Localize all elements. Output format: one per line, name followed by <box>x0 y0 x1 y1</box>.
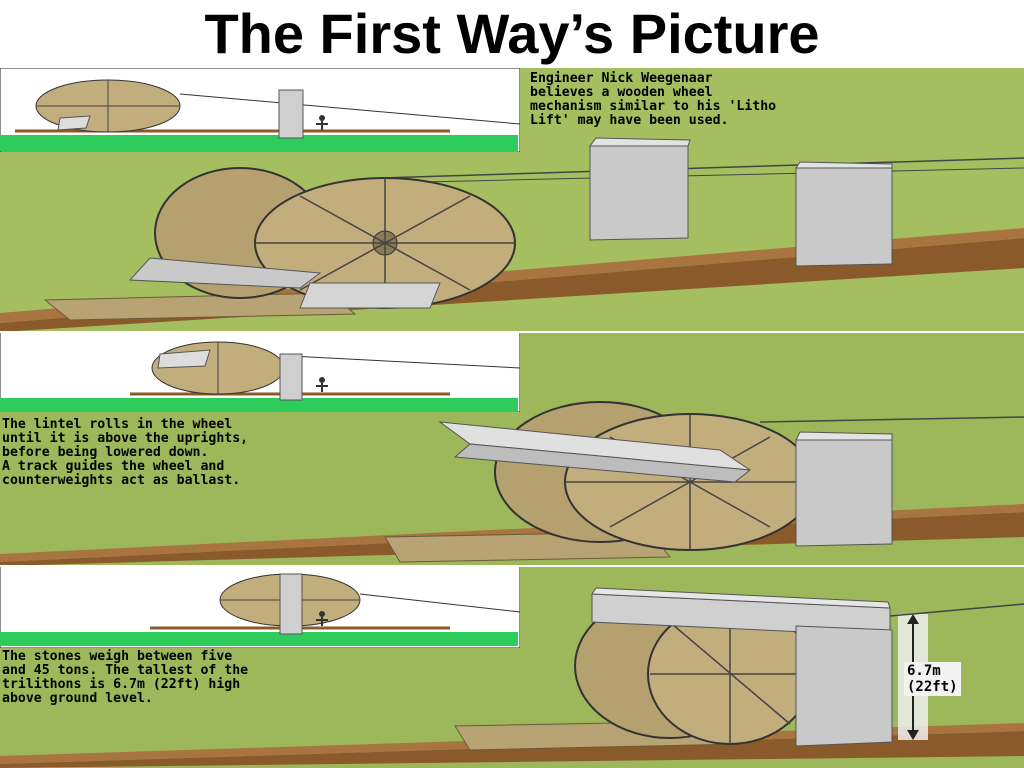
panel-1: Engineer Nick Weegenaar believes a woode… <box>0 68 1024 332</box>
person-icon <box>316 611 328 626</box>
trilithon <box>591 587 893 747</box>
caption-panel-2: The lintel rolls in the wheel until it i… <box>2 417 249 488</box>
height-label: 6.7m (22ft) <box>904 662 961 696</box>
inset-diagram <box>0 566 520 648</box>
lintel-stone <box>438 421 752 483</box>
caption-panel-1: Engineer Nick Weegenaar believes a woode… <box>530 71 777 128</box>
caption-panel-3: The stones weigh between five and 45 ton… <box>2 649 249 706</box>
inset-diagram <box>0 332 520 412</box>
person-icon <box>316 115 328 130</box>
panel-3: The stones weigh between five and 45 ton… <box>0 566 1024 768</box>
upright-stone <box>795 431 893 547</box>
upright-stone <box>795 161 893 267</box>
panel-divider <box>0 331 1024 333</box>
person-icon <box>316 377 328 392</box>
inset-diagram <box>0 68 520 152</box>
panel-divider <box>0 565 1024 567</box>
page-title: The First Way’s Picture <box>204 2 820 65</box>
upright-stone <box>589 137 691 241</box>
wooden-wheel <box>128 167 516 309</box>
wooden-wheel <box>574 593 813 745</box>
panel-2: The lintel rolls in the wheel until it i… <box>0 332 1024 566</box>
